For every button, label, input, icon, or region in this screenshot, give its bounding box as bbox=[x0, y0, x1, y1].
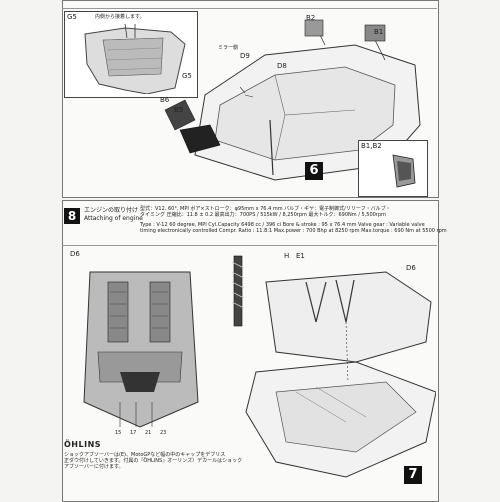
g5-label: G5 bbox=[67, 13, 77, 21]
part-num-15: 15 bbox=[115, 430, 122, 436]
label-b2: B2 bbox=[306, 14, 316, 22]
g5-part-drawing bbox=[84, 24, 186, 94]
g5-inset: G5 内側から接着します。 bbox=[64, 11, 198, 98]
part-num-17: 17 bbox=[130, 430, 137, 436]
label-b6: B6 bbox=[160, 96, 170, 104]
b1-b2-inset: B1,B2 bbox=[358, 140, 428, 197]
b1-b2-part-drawing bbox=[392, 154, 416, 188]
top-divider bbox=[62, 8, 437, 9]
car-body-assembly-bottom bbox=[245, 271, 436, 478]
g5-note: 内側から接着します。 bbox=[95, 14, 145, 20]
shock-absorber-drawing bbox=[231, 255, 245, 327]
shock-note-3: アブソーバーに付けます。 bbox=[64, 464, 124, 470]
label-b1: B1 bbox=[374, 28, 384, 36]
b1b2-label: B1,B2 bbox=[361, 142, 382, 150]
label-g5-main: G5 bbox=[182, 72, 192, 80]
label-h: H bbox=[284, 252, 290, 260]
engine-spec-block: 型式：V12, 60°, MPI ボア×ストローク：φ95mm x 76.4 m… bbox=[140, 206, 447, 234]
label-mirror: ミラー側 bbox=[218, 45, 239, 51]
engine-spec-jp-1: 型式：V12, 60°, MPI ボア×ストローク：φ95mm x 76.4 m… bbox=[140, 206, 391, 212]
part-num-23: 23 bbox=[160, 430, 167, 436]
label-d6-left: D6 bbox=[70, 250, 80, 258]
shock-note-2: 正ダウ付けしていきます。付属の『ÖHLINS』オーリンズ）デカールはショック bbox=[64, 458, 243, 464]
step-6-number: 6 bbox=[305, 162, 323, 180]
engine-spec-en-2: timing electronically controlled Compr. … bbox=[140, 228, 447, 234]
step-7-number: 7 bbox=[404, 466, 422, 484]
label-b5: B5 bbox=[174, 106, 184, 114]
engine-spec-jp-2: タイミング 圧縮比：11.8 ± 0.2 最高出力：700PS / 515kW … bbox=[140, 212, 386, 218]
step-8-title-en: Attaching of engine bbox=[84, 215, 143, 222]
shock-note-1: ショックアブソーバーは(E)、MotoGPなど幅の中のキャップをデブリス bbox=[64, 452, 226, 458]
label-d6-right: D6 bbox=[406, 264, 416, 272]
label-d8: D8 bbox=[277, 62, 287, 70]
step-8-title-jp: エンジンの取り付け bbox=[84, 207, 139, 214]
shock-note: ショックアブソーバーは(E)、MotoGPなど幅の中のキャップをデブリス 正ダウ… bbox=[64, 452, 242, 470]
label-d9: D9 bbox=[240, 52, 250, 60]
engine-drawing bbox=[83, 271, 199, 428]
step-8-header-divider bbox=[62, 245, 437, 246]
step-8-title: エンジンの取り付け Attaching of engine bbox=[84, 207, 143, 223]
label-e1: E1 bbox=[296, 252, 305, 260]
part-num-21: 21 bbox=[145, 430, 152, 436]
step-8-number: 8 bbox=[64, 208, 80, 224]
engine-spec-en-1: Type : V-12 60 degree, MPI Cyl.Capacity … bbox=[140, 222, 425, 228]
ohlins-logo: ÖHLINS bbox=[64, 440, 102, 449]
